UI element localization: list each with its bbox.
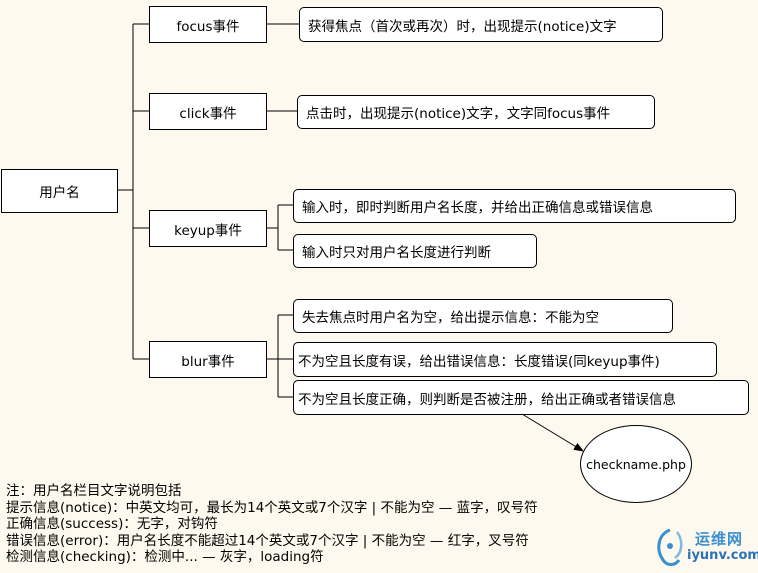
endpoint-label: checkname.php xyxy=(586,456,686,472)
event-label: blur事件 xyxy=(181,353,235,370)
note-checking: 检测信息(checking)：检测中... — 灰字，loading符 xyxy=(6,549,324,565)
event-label: keyup事件 xyxy=(174,222,242,239)
note-error: 错误信息(error)：用户名长度不能超过14个英文或7个汉字 | 不能为空 —… xyxy=(6,532,529,549)
note-success: 正确信息(success)：无字，对钩符 xyxy=(6,516,218,532)
event-label: focus事件 xyxy=(176,18,240,35)
event-node-focus: focus事件 xyxy=(149,6,267,43)
root-label: 用户名 xyxy=(39,185,80,201)
watermark-site: iyunv.com xyxy=(687,548,758,563)
root-node: 用户名 xyxy=(1,169,118,213)
leaf-click-notice: 点击时，出现提示(notice)文字，文字同focus事件 xyxy=(297,95,655,129)
leaf-blur-length-error: 不为空且长度有误，给出错误信息：长度错误(同keyup事件) xyxy=(293,342,717,377)
event-node-blur: blur事件 xyxy=(149,341,267,378)
leaf-keyup-length-only: 输入时只对用户名长度进行判断 xyxy=(293,234,537,268)
event-node-click: click事件 xyxy=(149,93,267,130)
note-notice: 提示信息(notice)：中英文均可，最长为14个英文或7个汉字 | 不能为空 … xyxy=(6,499,538,516)
event-node-keyup: keyup事件 xyxy=(149,210,267,247)
checkname-endpoint: checkname.php xyxy=(580,425,692,503)
leaf-blur-empty: 失去焦点时用户名为空，给出提示信息：不能为空 xyxy=(293,299,673,333)
arrow-to-checkname xyxy=(521,413,584,452)
notes-section: 注：用户名栏目文字说明包括 提示信息(notice)：中英文均可，最长为14个英… xyxy=(6,483,538,566)
leaf-focus-notice: 获得焦点（首次或再次）时，出现提示(notice)文字 xyxy=(299,7,663,42)
leaf-blur-check-registered: 不为空且长度正确，则判断是否被注册，给出正确或者错误信息 xyxy=(293,380,749,415)
watermark: 运维网 iyunv.com xyxy=(651,520,758,572)
event-label: click事件 xyxy=(179,105,237,122)
watermark-title: 运维网 xyxy=(695,530,744,548)
swirl-logo-icon xyxy=(657,528,683,566)
notes-heading: 注：用户名栏目文字说明包括 xyxy=(6,483,182,499)
leaf-keyup-realtime: 输入时，即时判断用户名长度，并给出正确信息或错误信息 xyxy=(293,189,736,223)
